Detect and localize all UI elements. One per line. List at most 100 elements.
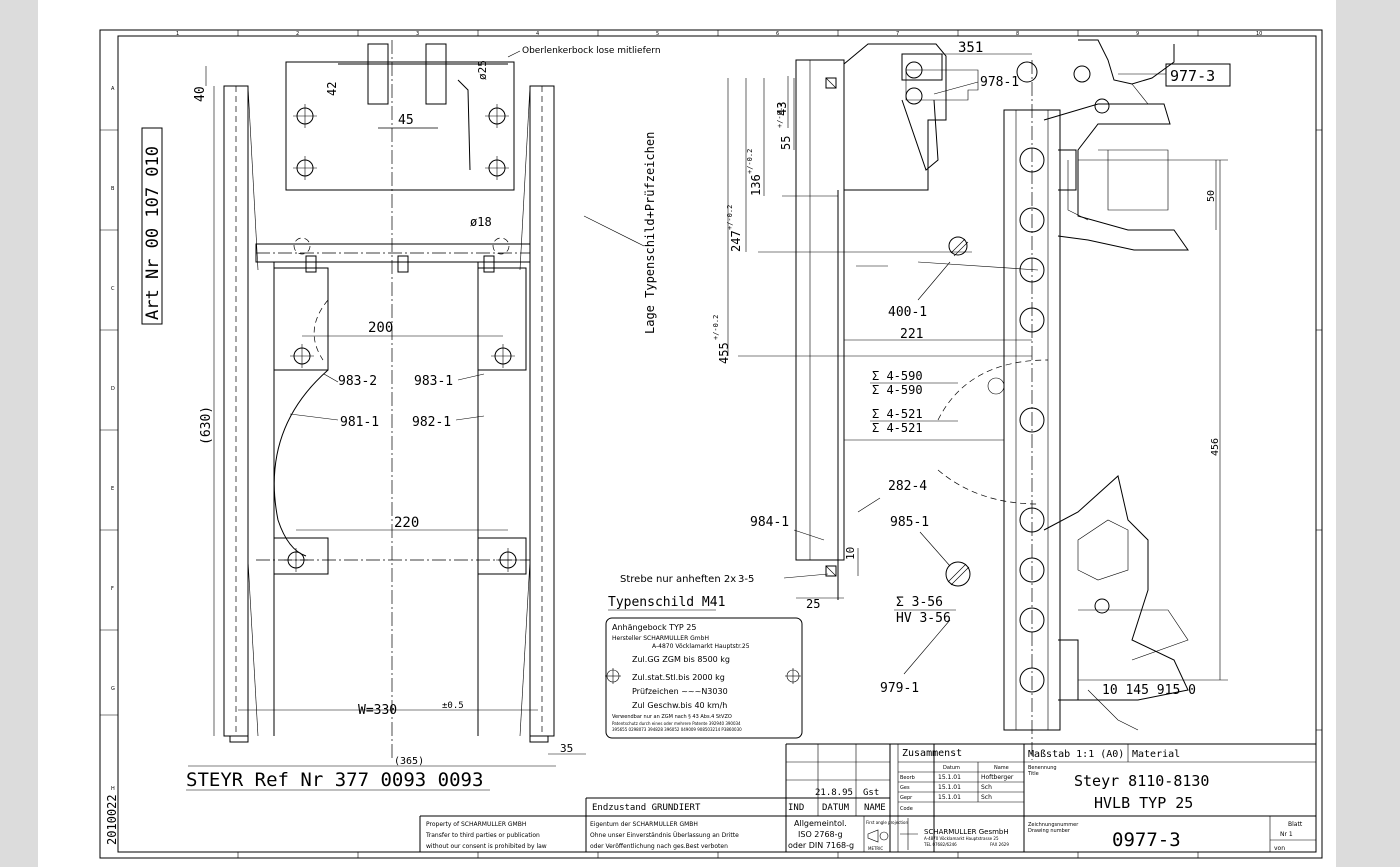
nameplate-line-7: Verwendbar nur an ZGM nach § 43 Abs.4 St…: [612, 714, 732, 720]
weld-4-590-b: Σ 4-590: [872, 383, 923, 397]
grid-col-6: 6: [776, 31, 779, 37]
dim-d18: ø18: [470, 215, 492, 229]
grid-row-f: F: [111, 586, 114, 592]
nameplate: Anhängebock TYP 25 Hersteller SCHARMULLE…: [605, 617, 803, 739]
beorb-label: Beorb: [900, 775, 915, 781]
datum-header: DATUM: [822, 803, 850, 813]
dim-55: 55: [779, 136, 793, 150]
revision-date: 21.8.95: [815, 788, 853, 798]
tolerance-2: ISO 2768-g: [798, 830, 843, 839]
drawing-number: 0977-3: [1112, 829, 1181, 851]
part-979-1: 979-1: [880, 681, 919, 696]
weld-4-521-b: Σ 4-521: [872, 421, 923, 435]
inner-frame: [117, 35, 1317, 853]
eigentum-line-1: Eigentum der SCHARMULLER GMBH: [590, 821, 698, 828]
gepr-label: Gepr: [900, 795, 913, 801]
drawing-sheet: 1 2 3 4 5 6 7 8 9 10 A B C D E F G H Art…: [38, 0, 1336, 867]
company-fax: FAX 2629: [990, 842, 1009, 847]
grid-row-e: E: [111, 486, 114, 492]
projection-label: First angle projection: [866, 820, 909, 825]
ind-header: IND: [788, 803, 804, 813]
tolerance-3: oder DIN 7168-g: [788, 841, 854, 850]
dim-w330-tol: ±0.5: [442, 701, 464, 711]
front-view: [223, 40, 555, 760]
dim-d25: ø25: [476, 60, 489, 80]
beorb-date: 15.1.01: [938, 774, 961, 781]
lage-typenschild: Lage Typenschild+Prüfzeichen: [643, 132, 657, 334]
dim-45: 45: [398, 113, 414, 128]
name-header: NAME: [864, 803, 886, 813]
dim-200: 200: [368, 320, 393, 336]
revision-name: Gst: [863, 788, 879, 798]
nameplate-line-5: Prüfzeichen ~~~N3030: [632, 687, 728, 696]
nameplate-line-2b: A-4870 Vöcklamarkt Hauptstr.25: [652, 643, 750, 650]
dim-365: (365): [394, 756, 424, 767]
weld-3-56-b: HV 3-56: [896, 611, 951, 626]
dim-455: 455: [717, 342, 731, 364]
weld-3-56-a: Σ 3-56: [896, 595, 943, 610]
projection-symbol-icon: [867, 829, 879, 843]
dim-247-tol: +/-0.2: [726, 205, 734, 230]
grid-row-c: C: [111, 286, 115, 292]
dim-136: 136: [749, 174, 763, 196]
zusammenst: Zusammenst: [902, 748, 962, 759]
nameplate-line-8: Patentschutz durch eines oder mehrere Pa…: [612, 721, 741, 726]
part-400-1: 400-1: [888, 305, 927, 320]
dim-630: (630): [199, 406, 214, 445]
dim-456: 456: [1210, 438, 1221, 456]
nameplate-line-9: 395655 0298073 394828 396052 049009 9085…: [612, 727, 742, 732]
dim-136-tol: +/-0.2: [746, 149, 754, 174]
blatt-nr: Nr 1: [1280, 831, 1293, 838]
gepr-date: 15.1.01: [938, 794, 961, 801]
dim-55-tol: +/-0.2: [776, 103, 784, 128]
dim-w330: W=330: [358, 703, 397, 718]
grid-ticks: [100, 30, 1322, 858]
part-282-4: 282-4: [888, 479, 927, 494]
dim-221: 221: [900, 327, 923, 342]
metric-label: METRIC: [868, 846, 883, 851]
dim-25: 25: [806, 597, 820, 611]
outer-frame: [99, 29, 1323, 859]
art-nr: Art Nr 00 107 010: [143, 146, 163, 320]
grid-col-8: 8: [1016, 31, 1019, 37]
part-985-1: 985-1: [890, 515, 929, 530]
nameplate-line-1: Anhängebock TYP 25: [612, 623, 696, 632]
grid-col-1: 1: [176, 31, 179, 37]
dim-50: 50: [1206, 190, 1217, 202]
part-978-1: 978-1: [980, 75, 1019, 90]
property-line-1: Property of SCHARMULLER GMBH: [426, 821, 526, 828]
code-label: Code: [900, 806, 913, 812]
grid-col-7: 7: [896, 31, 899, 37]
steyr-ref-nr: STEYR Ref Nr 377 0093 0093: [186, 769, 483, 791]
ges-name: Sch: [981, 784, 992, 791]
dim-42: 42: [325, 82, 339, 96]
front-view-labels: Oberlenkerbock lose mitliefern Lage Type…: [289, 46, 661, 430]
front-view-dimensions: 40 42 45 ø25 ø18 200 220 (630) W=330 ±0.…: [188, 60, 586, 767]
grid-col-5: 5: [656, 31, 659, 37]
eigentum-line-2: Ohne unser Einverständnis Überlassung an…: [590, 832, 739, 839]
company-name: SCHARMULLER GesmbH: [924, 828, 1009, 836]
dim-247: 247: [729, 230, 743, 252]
grid-row-d: D: [111, 386, 115, 392]
part-984-1: 984-1: [750, 515, 789, 530]
massstab: Maßstab 1:1 (A0): [1028, 749, 1124, 760]
material: Material: [1132, 749, 1180, 760]
grid-col-10: 10: [1256, 31, 1262, 37]
dim-10: 10: [844, 547, 857, 560]
weld-4-521-a: Σ 4-521: [872, 407, 923, 421]
datum-label: Datum: [943, 765, 960, 771]
endzustand: Endzustand GRUNDIERT: [592, 803, 701, 813]
part-10-145-915-0: 10 145 915 0: [1102, 683, 1196, 698]
oberlenker-note: Oberlenkerbock lose mitliefern: [522, 46, 661, 56]
dim-40: 40: [193, 86, 208, 102]
beorb-name: Hoftberger: [981, 774, 1014, 781]
name-label: Name: [994, 765, 1009, 771]
side-view: [795, 39, 1189, 760]
dim-351: 351: [958, 40, 983, 56]
zeichnungsnummer-label: Zeichnungsnummer: [1028, 822, 1079, 828]
gepr-name: Sch: [981, 794, 992, 801]
nameplate-line-6: Zul Geschw.bis 40 km/h: [632, 701, 727, 710]
dim-43: 43: [775, 102, 789, 116]
weld-4-590-a: Σ 4-590: [872, 369, 923, 383]
property-line-2: Transfer to third parties or publication: [425, 832, 540, 839]
